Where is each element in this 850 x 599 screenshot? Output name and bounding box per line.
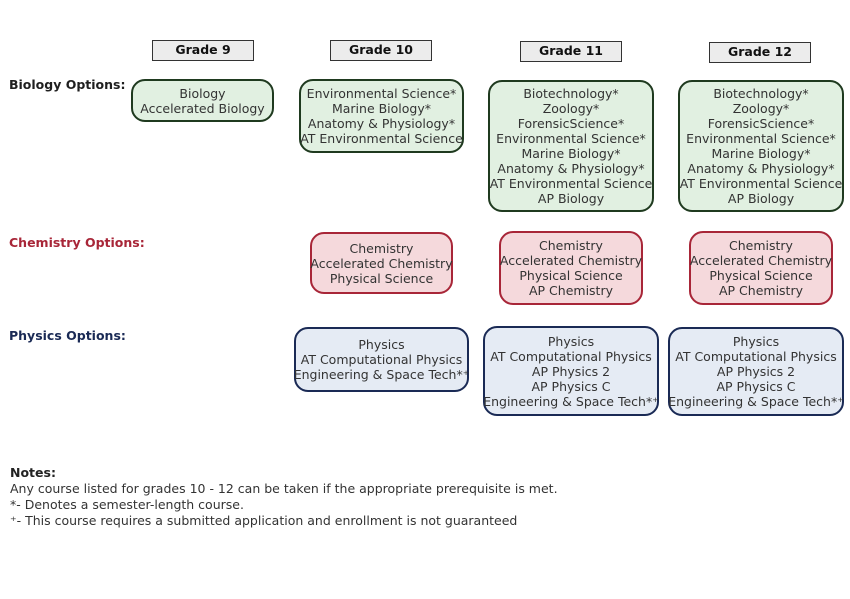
course: Biology [179, 85, 226, 101]
course: AP Biology [537, 191, 605, 206]
physics-grade-12-box: Physics AT Computational Physics AP Phys… [668, 327, 844, 416]
note-line: Any course listed for grades 10 - 12 can… [10, 481, 558, 496]
biology-grade-12-box: Biotechnology* Zoology* ForensicScience*… [678, 80, 844, 212]
course: Chemistry [729, 238, 793, 253]
course: AP Physics 2 [531, 363, 611, 379]
note-line: ⁺- This course requires a submitted appl… [10, 513, 518, 528]
course: Marine Biology* [521, 146, 621, 161]
course: ForensicScience* [517, 116, 625, 131]
course: Anatomy & Physiology* [307, 116, 456, 131]
course: Physical Science [329, 270, 434, 286]
course: Biotechnology* [523, 86, 619, 101]
course: Chemistry [349, 240, 414, 256]
course: AT Computational Physics [300, 352, 463, 367]
course: Biotechnology* [713, 86, 809, 101]
course: AP Chemistry [718, 283, 803, 298]
course: Engineering & Space Tech*⁺ [668, 394, 844, 409]
course: AP Physics 2 [716, 364, 796, 379]
course: AP Chemistry [528, 283, 613, 298]
course: Engineering & Space Tech*⁺ [293, 367, 470, 382]
physics-grade-11-box: Physics AT Computational Physics AP Phys… [483, 326, 659, 416]
course: ForensicScience* [707, 116, 815, 131]
physics-grade-10-box: Physics AT Computational Physics Enginee… [294, 327, 469, 392]
grade-10-header: Grade 10 [330, 40, 432, 61]
notes-title: Notes: [10, 465, 56, 480]
course: AT Computational Physics [490, 348, 652, 364]
course: Environmental Science* [496, 131, 646, 146]
course: AT Environmental Science [679, 176, 843, 191]
course: Accelerated Chemistry [310, 255, 453, 271]
course: Physics [358, 337, 405, 352]
course: Marine Biology* [711, 146, 811, 161]
course: AP Physics C [531, 378, 611, 394]
course: Engineering & Space Tech*⁺ [483, 393, 659, 409]
note-line: *- Denotes a semester-length course. [10, 497, 244, 512]
course: Anatomy & Physiology* [687, 161, 835, 176]
course: Accelerated Chemistry [499, 253, 643, 268]
course: Physical Science [519, 268, 623, 283]
biology-grade-10-box: Environmental Science* Marine Biology* A… [299, 79, 464, 153]
course: Physics [732, 334, 780, 349]
chemistry-options-label: Chemistry Options: [9, 235, 145, 250]
biology-grade-11-box: Biotechnology* Zoology* ForensicScience*… [488, 80, 654, 212]
course: Chemistry [539, 238, 603, 253]
chemistry-grade-10-box: Chemistry Accelerated Chemistry Physical… [310, 232, 453, 294]
course: Zoology* [732, 101, 790, 116]
grade-11-header: Grade 11 [520, 41, 622, 62]
biology-grade-9-box: Biology Accelerated Biology [131, 79, 274, 122]
physics-options-label: Physics Options: [9, 328, 126, 343]
course: Physics [547, 333, 595, 349]
course: Accelerated Chemistry [689, 253, 833, 268]
course: Anatomy & Physiology* [497, 161, 645, 176]
course: Zoology* [542, 101, 600, 116]
course: AP Biology [727, 191, 795, 206]
notes-section: Notes: Any course listed for grades 10 -… [10, 465, 558, 529]
grade-12-header: Grade 12 [709, 42, 811, 63]
chemistry-grade-12-box: Chemistry Accelerated Chemistry Physical… [689, 231, 833, 305]
course: Marine Biology* [331, 101, 432, 116]
course: AP Physics C [716, 379, 796, 394]
grade-9-header: Grade 9 [152, 40, 254, 61]
course: Accelerated Biology [140, 100, 265, 116]
course: Environmental Science* [306, 86, 457, 101]
course: AT Environmental Science [489, 176, 653, 191]
course: AT Environmental Science [300, 131, 463, 146]
course: Environmental Science* [686, 131, 836, 146]
chemistry-grade-11-box: Chemistry Accelerated Chemistry Physical… [499, 231, 643, 305]
biology-options-label: Biology Options: [9, 77, 126, 92]
course: AT Computational Physics [675, 349, 837, 364]
course: Physical Science [709, 268, 813, 283]
